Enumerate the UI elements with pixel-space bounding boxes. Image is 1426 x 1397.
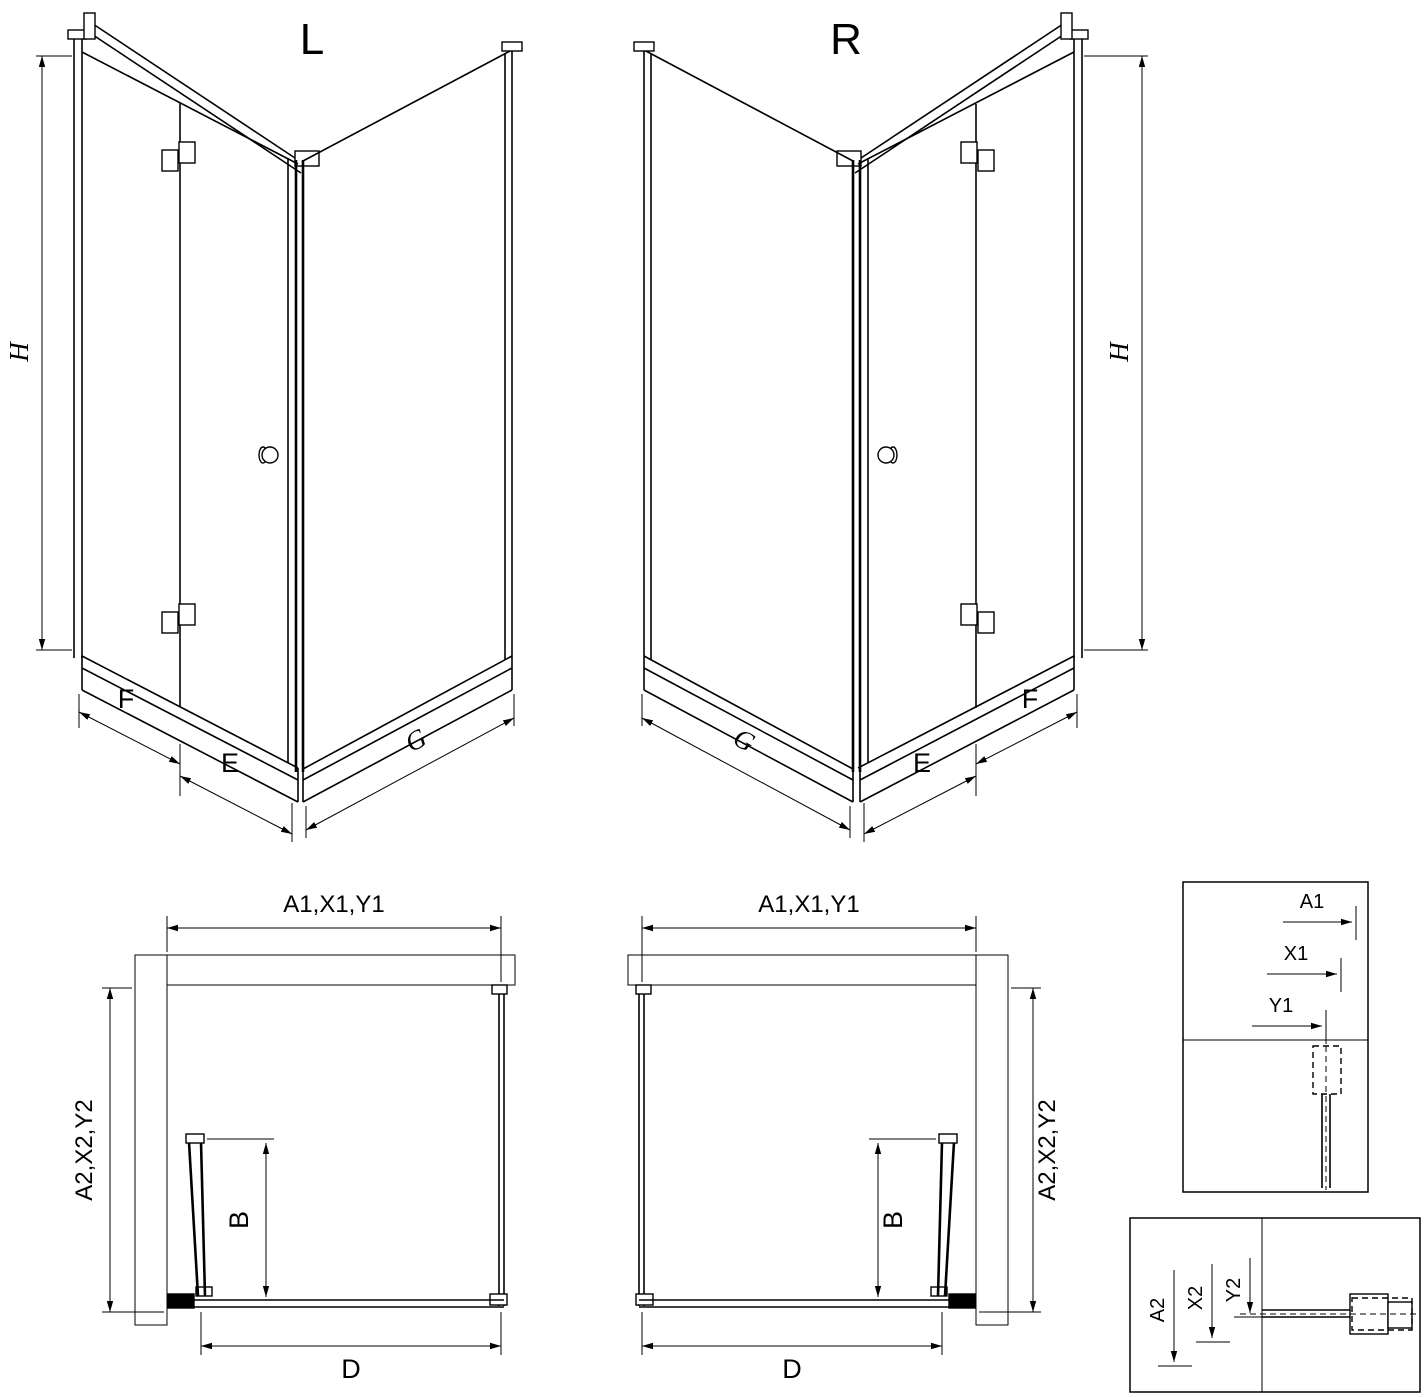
ref-a2: A2 — [1147, 1270, 1192, 1367]
wall-hatched — [134, 954, 516, 1326]
folded-door-plan — [185, 1133, 207, 1297]
plan-view-left: A1,X1,Y1 A2,X2,Y2 B D — [71, 891, 516, 1384]
folded-door-plan — [936, 1133, 958, 1297]
dim-label-a2: A2 — [1147, 1298, 1169, 1322]
dim-label-panel-g: G — [400, 722, 431, 758]
dim-label-width-group: A1,X1,Y1 — [283, 891, 384, 918]
dim-label-opening: D — [782, 1354, 802, 1384]
dimension-width-right-plan: A1,X1,Y1 — [641, 891, 977, 982]
ref-x2: X2 — [1185, 1264, 1230, 1343]
dim-label-panel-f: F — [118, 684, 135, 714]
corner-post — [294, 160, 305, 772]
dim-label-height: H — [4, 341, 34, 363]
variant-label-right: R — [830, 15, 862, 64]
side-glass-plan — [489, 984, 508, 1306]
hinge-bottom-icon — [960, 603, 995, 634]
dim-label-x1: X1 — [1284, 943, 1308, 965]
ref-x1: X1 — [1267, 943, 1342, 992]
ref-y1: Y1 — [1252, 995, 1327, 1044]
hinge-top-icon — [960, 141, 995, 172]
dim-label-panel-f: F — [1022, 684, 1039, 714]
support-bar — [836, 12, 1073, 174]
dimension-panel-e-right: E — [863, 748, 977, 842]
dim-label-panel-e: E — [221, 748, 239, 778]
dimension-panel-f-right: F — [975, 684, 1078, 796]
plan-view-right: A1,X1,Y1 A2,X2,Y2 B D — [627, 891, 1061, 1384]
dimension-height-right: H — [1084, 55, 1148, 651]
dim-label-depth-group: A2,X2,Y2 — [1034, 1099, 1061, 1200]
dimension-door-projection-left-plan: B — [207, 1138, 274, 1297]
door-knob-icon — [877, 446, 898, 464]
bottom-track-plan — [639, 1286, 976, 1309]
dimension-panel-f-left: F — [78, 684, 181, 796]
dim-label-door-projection: B — [878, 1211, 908, 1229]
dimension-depth-left-plan: A2,X2,Y2 — [71, 987, 164, 1313]
wall-profile-section — [1312, 1045, 1342, 1190]
dimension-depth-right-plan: A2,X2,Y2 — [979, 987, 1061, 1313]
dim-label-y2: Y2 — [1223, 1278, 1245, 1302]
ref-a1: A1 — [1283, 891, 1357, 940]
perspective-view-left: H F E G L — [4, 12, 523, 842]
dim-label-opening: D — [341, 1354, 361, 1384]
dimension-panel-g-right: G — [641, 694, 851, 838]
fixed-side-panel — [633, 41, 854, 770]
dim-label-width-group: A1,X1,Y1 — [758, 891, 859, 918]
wall-profile-left-view — [67, 29, 87, 658]
dimension-door-projection-right-plan: B — [869, 1138, 936, 1297]
bottom-profile-section — [1240, 1293, 1416, 1335]
dimension-width-left-plan: A1,X1,Y1 — [166, 891, 502, 982]
wall-profile-right-view — [1069, 29, 1089, 658]
hinge-bottom-icon — [161, 603, 196, 634]
ref-y2: Y2 — [1223, 1258, 1262, 1318]
dimension-opening-left-plan: D — [200, 1312, 502, 1384]
corner-post — [851, 160, 862, 772]
dimension-panel-g-left: G — [305, 694, 515, 838]
dim-label-depth-group: A2,X2,Y2 — [71, 1099, 98, 1200]
wall-hatched — [627, 954, 1009, 1326]
dim-label-a1: A1 — [1300, 891, 1324, 913]
dim-label-panel-e: E — [913, 748, 931, 778]
dim-label-x2: X2 — [1185, 1286, 1207, 1310]
dim-label-y1: Y1 — [1269, 995, 1293, 1017]
hinge-top-icon — [161, 141, 196, 172]
side-glass-plan — [635, 984, 654, 1306]
dimension-opening-right-plan: D — [641, 1312, 943, 1384]
detail-view-depth-refs: A2 X2 Y2 — [1129, 1217, 1421, 1393]
dim-label-door-projection: B — [224, 1211, 254, 1229]
perspective-view-right: H G E F R — [633, 12, 1148, 842]
support-bar — [83, 12, 320, 174]
bottom-track-plan — [167, 1286, 504, 1309]
variant-label-left: L — [300, 15, 324, 64]
door-knob-icon — [258, 446, 279, 464]
dimension-panel-e-left: E — [179, 748, 293, 842]
detail-view-width-refs: A1 X1 Y1 — [1182, 881, 1369, 1193]
dimension-height-left: H — [4, 55, 72, 651]
dim-label-height: H — [1104, 341, 1134, 363]
fixed-side-panel — [302, 41, 523, 770]
